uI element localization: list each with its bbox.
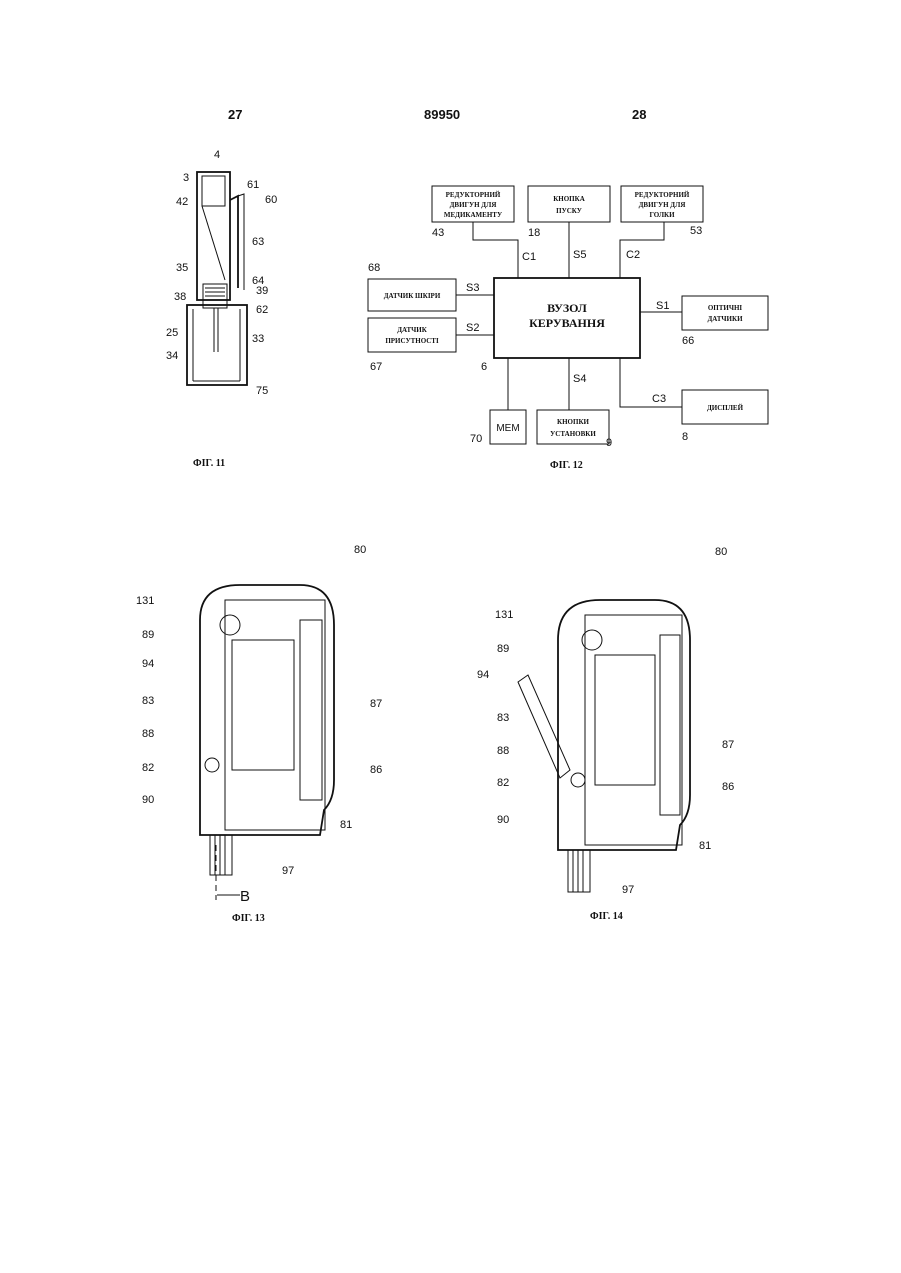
setup-buttons-ref: 9 bbox=[606, 437, 612, 449]
med-motor-ref: 43 bbox=[432, 227, 444, 239]
page-number-left: 27 bbox=[228, 107, 242, 122]
control-unit-ref: 6 bbox=[481, 361, 487, 373]
fig11-label: 62 bbox=[256, 304, 268, 316]
med-motor-label: МЕДИКАМЕНТУ bbox=[444, 211, 502, 219]
signal-label: S2 bbox=[466, 322, 479, 334]
needle-motor-label: ГОЛКИ bbox=[649, 211, 675, 219]
skin-sensor-label: ДАТЧИК ШКІРИ bbox=[384, 292, 441, 300]
fig14-label: 80 bbox=[715, 546, 727, 558]
fig14-label: 86 bbox=[722, 781, 734, 793]
fig14-label: 82 bbox=[497, 777, 509, 789]
skin-sensor-ref: 68 bbox=[368, 262, 380, 274]
needle-motor-label: ДВИГУН ДЛЯ bbox=[639, 201, 686, 209]
optical-sensors-label: ДАТЧИКИ bbox=[707, 315, 743, 323]
signal-label: S3 bbox=[466, 282, 479, 294]
presence-sensor-ref: 67 bbox=[370, 361, 382, 373]
signal-label: C3 bbox=[652, 393, 666, 405]
fig13-label: 86 bbox=[370, 764, 382, 776]
start-button-ref: 18 bbox=[528, 227, 540, 239]
fig13-label: 94 bbox=[142, 658, 154, 670]
fig14-label: 83 bbox=[497, 712, 509, 724]
fig11-label: 38 bbox=[174, 291, 186, 303]
signal-label: S4 bbox=[573, 373, 586, 385]
figure-11-drawing bbox=[187, 172, 247, 385]
fig11-label: 61 bbox=[247, 179, 259, 191]
fig13-label: 90 bbox=[142, 794, 154, 806]
fig11-label: 3 bbox=[183, 172, 189, 184]
display-label: ДИСПЛЕЙ bbox=[707, 404, 744, 412]
fig13-label: 81 bbox=[340, 819, 352, 831]
fig11-label: 42 bbox=[176, 196, 188, 208]
fig11-label: 63 bbox=[252, 236, 264, 248]
fig13-label: 82 bbox=[142, 762, 154, 774]
fig13-label: 89 bbox=[142, 629, 154, 641]
fig13-label: 87 bbox=[370, 698, 382, 710]
figure-11-labels: 4 3 61 60 42 63 35 64 39 38 62 25 33 34 … bbox=[166, 149, 277, 397]
fig13-caption: ФІГ. 13 bbox=[232, 913, 265, 924]
figure-14-drawing bbox=[518, 600, 690, 892]
fig14-label: 81 bbox=[699, 840, 711, 852]
display-ref: 8 bbox=[682, 431, 688, 443]
fig11-caption: ФІГ. 11 bbox=[193, 458, 225, 469]
setup-buttons-label: УСТАНОВКИ bbox=[550, 430, 596, 438]
fig13-label: 88 bbox=[142, 728, 154, 740]
control-unit-title: ВУЗОЛ bbox=[547, 301, 587, 315]
fig13-label: 97 bbox=[282, 865, 294, 877]
presence-sensor-label: ПРИСУТНОСТІ bbox=[385, 337, 439, 345]
fig11-label: 60 bbox=[265, 194, 277, 206]
fig13-label: 131 bbox=[136, 595, 154, 607]
page-number-right: 28 bbox=[632, 107, 646, 122]
signal-label: S1 bbox=[656, 300, 669, 312]
fig14-label: 97 bbox=[622, 884, 634, 896]
mem-label: MEM bbox=[496, 423, 519, 434]
fig13-label: 80 bbox=[354, 544, 366, 556]
fig14-label: 90 bbox=[497, 814, 509, 826]
fig11-label: 25 bbox=[166, 327, 178, 339]
fig11-label: 39 bbox=[256, 285, 268, 297]
optical-sensors-label: ОПТИЧНІ bbox=[708, 304, 743, 312]
mem-ref: 70 bbox=[470, 433, 482, 445]
presence-sensor-label: ДАТЧИК bbox=[397, 326, 428, 334]
fig12-caption: ФІГ. 12 bbox=[550, 460, 583, 471]
figure-13-drawing bbox=[200, 585, 334, 900]
needle-motor-ref: 53 bbox=[690, 225, 702, 237]
section-mark-b: B bbox=[240, 888, 250, 905]
start-button-label: КНОПКА bbox=[553, 195, 585, 203]
needle-motor-label: РЕДУКТОРНИЙ bbox=[635, 191, 690, 199]
fig11-label: 75 bbox=[256, 385, 268, 397]
fig11-label: 35 bbox=[176, 262, 188, 274]
signal-label: C2 bbox=[626, 249, 640, 261]
start-button-label: ПУСКУ bbox=[556, 207, 582, 215]
signal-label: C1 bbox=[522, 251, 536, 263]
signal-label: S5 bbox=[573, 249, 586, 261]
setup-buttons-label: КНОПКИ bbox=[557, 418, 589, 426]
fig11-label: 33 bbox=[252, 333, 264, 345]
optical-sensors-ref: 66 bbox=[682, 335, 694, 347]
fig14-label: 89 bbox=[497, 643, 509, 655]
figure-14-labels: 80 131 89 94 83 88 82 90 87 86 81 97 bbox=[477, 546, 734, 896]
figure-13-labels: 80 131 89 94 83 88 82 90 87 86 81 97 bbox=[136, 544, 382, 877]
fig11-label: 4 bbox=[214, 149, 220, 161]
fig14-caption: ФІГ. 14 bbox=[590, 911, 623, 922]
fig14-label: 94 bbox=[477, 669, 489, 681]
fig14-label: 88 bbox=[497, 745, 509, 757]
document-number: 89950 bbox=[424, 107, 460, 122]
control-unit-title: КЕРУВАННЯ bbox=[529, 316, 605, 330]
fig13-label: 83 bbox=[142, 695, 154, 707]
fig14-label: 131 bbox=[495, 609, 513, 621]
fig11-label: 34 bbox=[166, 350, 178, 362]
fig14-label: 87 bbox=[722, 739, 734, 751]
med-motor-label: ДВИГУН ДЛЯ bbox=[450, 201, 497, 209]
med-motor-label: РЕДУКТОРНИЙ bbox=[446, 191, 501, 199]
